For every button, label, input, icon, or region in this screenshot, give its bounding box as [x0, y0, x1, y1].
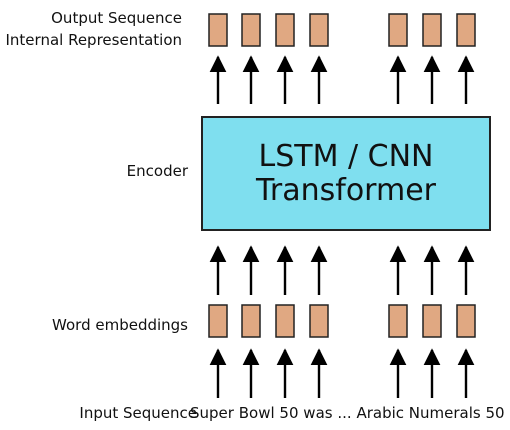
embedding-token-box [241, 304, 261, 338]
input-token: ... [337, 404, 352, 422]
word-embeddings-label: Word embeddings [52, 316, 188, 334]
internal-representation-label: Internal Representation [5, 31, 183, 49]
embedding-token-box [275, 304, 295, 338]
input-token: 50 [279, 404, 299, 422]
input-token: Bowl [238, 404, 275, 422]
input-token: 50 [485, 404, 505, 422]
output-sequence-label: Output Sequence [51, 9, 182, 27]
embedding-to-encoder-arrows [209, 245, 475, 295]
embedding-token-box [309, 304, 329, 338]
input-token: Super [190, 404, 234, 422]
input-to-embedding-arrows [209, 348, 475, 398]
input-sequence-label: Input Sequence [79, 404, 197, 422]
encoder-box [201, 116, 491, 231]
encoder-label: Encoder [126, 162, 188, 180]
output-token-box [208, 13, 228, 47]
output-token-boxes [208, 13, 476, 47]
input-token: was [303, 404, 333, 422]
output-token-box [241, 13, 261, 47]
output-token-box [422, 13, 442, 47]
embedding-token-box [208, 304, 228, 338]
encoder-box-line1: LSTM / CNN [259, 139, 434, 174]
embedding-token-box [456, 304, 476, 338]
output-token-box [309, 13, 329, 47]
encoder-box-line2: Transformer [255, 173, 437, 208]
embedding-token-box [388, 304, 408, 338]
encoder-to-output-arrows [209, 55, 475, 104]
embedding-token-box [422, 304, 442, 338]
input-token: Arabic [356, 404, 405, 422]
embedding-token-boxes [208, 304, 476, 338]
input-token: Numerals [408, 404, 481, 422]
input-tokens: Super Bowl 50 was ... Arabic Numerals 50 [190, 404, 505, 422]
output-token-box [275, 13, 295, 47]
output-token-box [388, 13, 408, 47]
output-token-box [456, 13, 476, 47]
